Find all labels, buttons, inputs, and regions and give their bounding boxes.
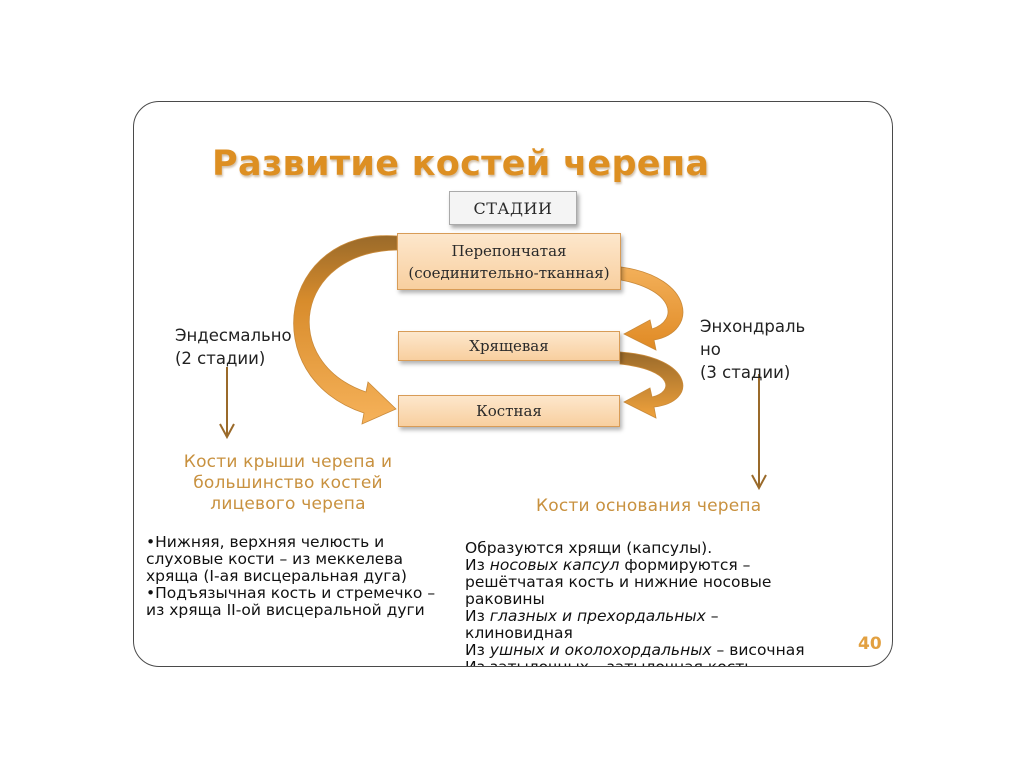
stages-label-box: СТАДИИ: [449, 191, 577, 225]
stage-membranous-line1: Перепончатая: [451, 241, 567, 260]
skull-roof-heading-line1: Кости крыши черепа и: [183, 452, 393, 472]
left-down-arrow: [219, 367, 235, 440]
enchondral-label-line2: но: [700, 340, 721, 359]
list-item: •Нижняя, верхняя челюсть и слуховые кост…: [146, 533, 407, 585]
list-item: клиновидная: [465, 624, 573, 642]
list-item: решётчатая кость и нижние носовые: [465, 573, 772, 591]
list-item: Образуются хрящи (капсулы).: [465, 539, 713, 557]
cycle-arrows: [219, 235, 767, 491]
list-item: раковины: [465, 590, 545, 608]
endesmal-label: Эндесмально (2 стадии): [175, 324, 292, 370]
right-lower-arc-arrow: [619, 351, 684, 419]
page-number: 40: [858, 634, 882, 654]
right-down-arrow: [751, 374, 767, 491]
left-bullet-list: •Нижняя, верхняя челюсть и слуховые кост…: [146, 534, 446, 619]
slide: Развитие костей черепа СТАДИИ Перепончат…: [133, 101, 893, 667]
list-item: Из ушных и околохордальных – височная: [465, 641, 805, 659]
enchondral-label: Энхондраль но (3 стадии): [700, 315, 805, 384]
stages-label: СТАДИИ: [473, 198, 553, 218]
stage-bone-box: Костная: [398, 395, 620, 427]
skull-roof-heading-line2: большинство костей: [193, 473, 383, 493]
enchondral-label-line3: (3 стадии): [700, 363, 791, 382]
stage-cartilage-box: Хрящевая: [398, 331, 620, 361]
list-item: Из глазных и прехордальных –: [465, 607, 719, 625]
left-arc-arrow: [293, 235, 398, 425]
list-item: •Подъязычная кость и стремечко – из хрящ…: [146, 584, 436, 619]
stage-cartilage-label: Хрящевая: [469, 337, 549, 355]
list-item: Из затылочных – затылочная кость: [465, 658, 754, 667]
list-item: Из носовых капсул формируются –: [465, 556, 751, 574]
skull-base-heading: Кости основания черепа: [536, 496, 762, 516]
skull-roof-heading-line3: лицевого черепа: [210, 494, 366, 514]
stage-bone-label: Костная: [476, 402, 542, 420]
enchondral-label-line1: Энхондраль: [700, 317, 806, 336]
right-text-list: Образуются хрящи (капсулы). Из носовых к…: [465, 539, 892, 667]
stage-membranous-box: Перепончатая (соединительно-тканная): [397, 233, 621, 290]
slide-title: Развитие костей черепа: [212, 144, 710, 184]
endesmal-label-line2: (2 стадии): [175, 349, 266, 368]
stage-membranous-line2: (соединительно-тканная): [408, 263, 610, 282]
right-upper-arc-arrow: [620, 266, 684, 351]
skull-roof-heading: Кости крыши черепа и большинство костей …: [142, 452, 434, 515]
endesmal-label-line1: Эндесмально: [175, 326, 292, 345]
